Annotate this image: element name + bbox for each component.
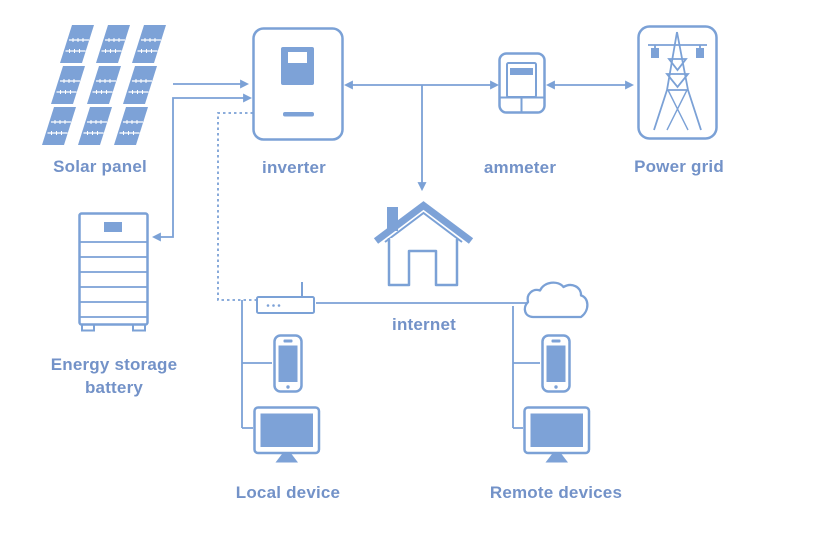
house-icon [373,201,473,287]
solar-panel-icon [42,24,167,146]
cloud-icon [523,281,589,319]
inverter-icon [252,27,344,141]
monitor-icon [253,406,321,464]
energy-storage-battery-label: Energy storage battery [34,353,194,399]
ammeter-label: ammeter [483,158,557,177]
connector-local-devices [241,300,272,429]
smartphone-icon [273,334,303,393]
battery-icon [78,212,149,332]
internet-label: internet [392,315,456,334]
local-device-label: Local device [235,483,341,502]
battery-label-line1: Energy storage [50,355,178,374]
smartphone-icon [541,334,571,393]
router-icon [256,282,315,314]
battery-label-line2: battery [84,378,144,397]
connector-inverter-router-dashed [217,112,256,301]
connector-remote-devices [512,306,540,429]
remote-devices-label: Remote devices [489,483,623,502]
ammeter-icon [498,52,546,114]
power-grid-icon [637,25,718,140]
power-grid-label: Power grid [634,157,724,176]
solar-panel-label: Solar panel [53,157,147,176]
monitor-icon [523,406,591,464]
connector-battery-inverter [151,93,253,242]
inverter-label: inverter [262,158,326,177]
